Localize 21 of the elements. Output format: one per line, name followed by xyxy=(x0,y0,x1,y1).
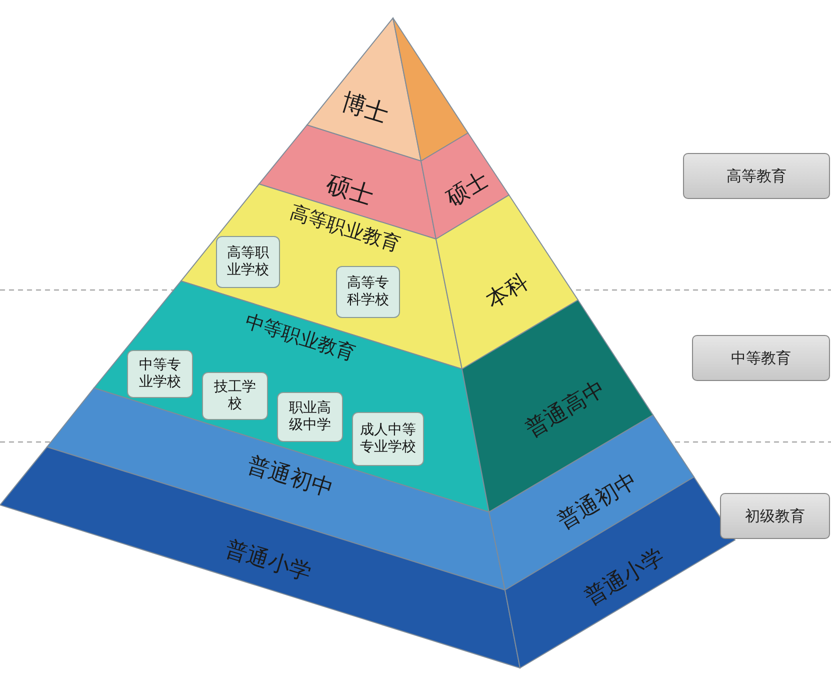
face-label: 普通初中 xyxy=(244,454,336,502)
pyramid-face xyxy=(307,18,421,161)
school-card: 职业高级中学 xyxy=(277,392,343,442)
pyramid-face xyxy=(393,18,468,161)
face-label: 普通小学 xyxy=(222,538,314,586)
face-label: 普通初中 xyxy=(554,468,642,536)
school-card: 中等专业学校 xyxy=(127,350,193,398)
school-card: 成人中等专业学校 xyxy=(352,412,424,466)
school-card: 高等专科学校 xyxy=(336,266,400,318)
face-label: 本科 xyxy=(482,270,534,314)
pyramid-face xyxy=(421,133,509,239)
face-label: 硕士 xyxy=(442,168,494,212)
face-label: 博士 xyxy=(338,88,392,128)
school-card: 高等职业学校 xyxy=(216,236,280,288)
face-label: 硕士 xyxy=(323,170,377,210)
face-label: 普通小学 xyxy=(581,544,669,612)
school-card: 技工学校 xyxy=(202,372,268,420)
face-label: 普通高中 xyxy=(522,376,610,444)
level-tag: 初级教育 xyxy=(720,493,830,539)
level-tag: 高等教育 xyxy=(683,153,830,199)
level-tag: 中等教育 xyxy=(692,335,830,381)
